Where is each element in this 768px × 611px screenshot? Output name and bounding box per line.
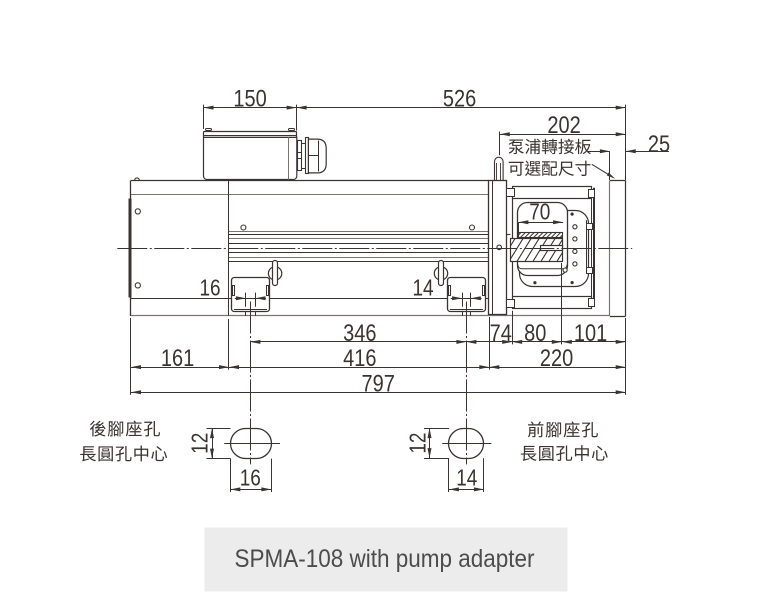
svg-text:SPMA-108 with pump adapter: SPMA-108 with pump adapter: [234, 545, 534, 574]
svg-text:526: 526: [443, 85, 476, 112]
svg-text:74: 74: [490, 319, 512, 346]
svg-text:16: 16: [240, 466, 261, 491]
svg-text:25: 25: [648, 130, 670, 157]
svg-text:797: 797: [362, 369, 395, 396]
svg-text:14: 14: [412, 276, 433, 301]
svg-text:12: 12: [188, 433, 213, 454]
svg-text:416: 416: [343, 344, 376, 371]
svg-text:220: 220: [540, 344, 573, 371]
svg-text:12: 12: [406, 433, 431, 454]
svg-text:161: 161: [161, 344, 194, 371]
svg-text:80: 80: [524, 319, 546, 346]
svg-text:150: 150: [233, 85, 266, 112]
svg-text:70: 70: [529, 200, 550, 225]
svg-text:101: 101: [574, 319, 607, 346]
svg-text:346: 346: [343, 319, 376, 346]
svg-text:16: 16: [199, 276, 220, 301]
svg-text:14: 14: [456, 466, 477, 491]
svg-text:202: 202: [547, 111, 580, 138]
